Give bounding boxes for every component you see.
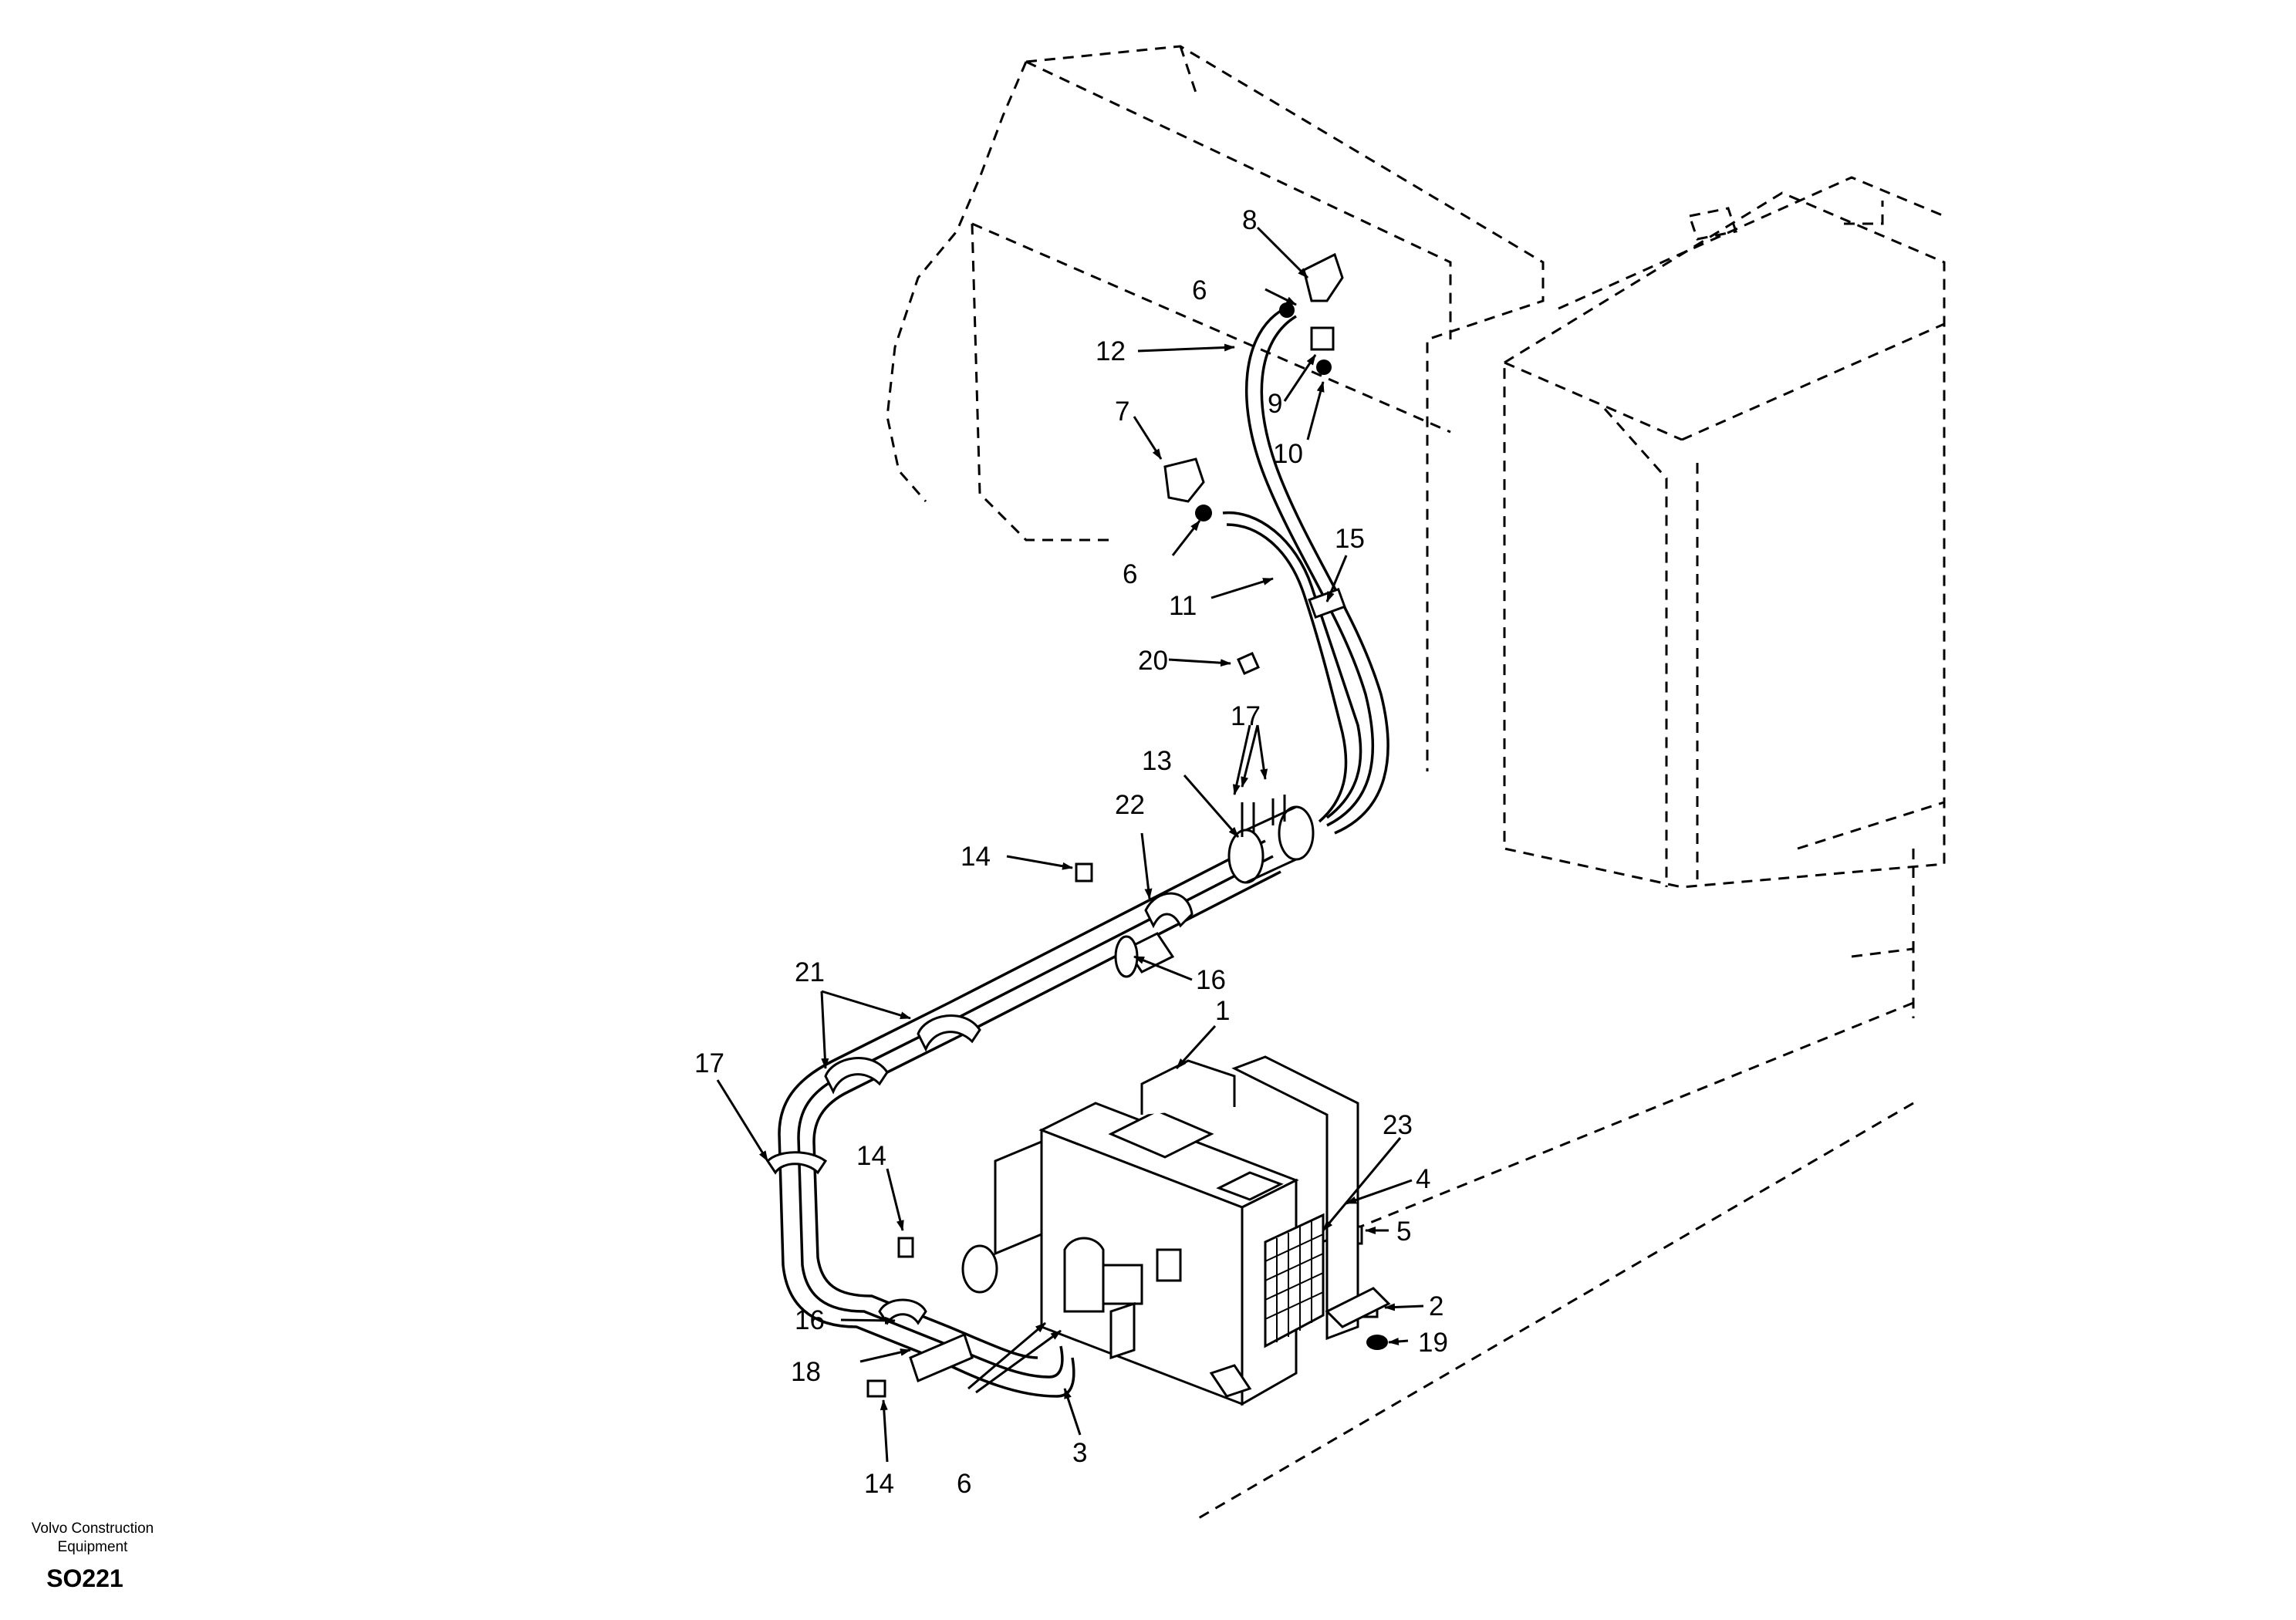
callout-17-top: 17 xyxy=(1231,701,1261,731)
callout-22: 22 xyxy=(1115,790,1145,820)
fitting-7 xyxy=(1163,457,1212,521)
brand-line-2: Equipment xyxy=(57,1539,128,1555)
brand-line-1: Volvo Construction xyxy=(31,1520,154,1537)
drawing-code: SO221 xyxy=(46,1564,123,1592)
callout-6-mid: 6 xyxy=(1123,559,1137,589)
radiator-outline xyxy=(1195,176,1946,1521)
callout-7: 7 xyxy=(1115,397,1129,427)
callout-5: 5 xyxy=(1396,1217,1411,1247)
callout-14-bottom: 14 xyxy=(864,1469,894,1499)
callout-15: 15 xyxy=(1335,524,1365,554)
heater-unit xyxy=(961,1059,1299,1406)
callout-13: 13 xyxy=(1142,746,1172,776)
callout-10: 10 xyxy=(1273,439,1303,469)
callout-6-top: 6 xyxy=(1192,275,1207,305)
callout-12: 12 xyxy=(1096,336,1126,366)
clamp-17-left xyxy=(766,1151,828,1175)
callout-4: 4 xyxy=(1416,1164,1430,1194)
callout-3: 3 xyxy=(1072,1438,1087,1468)
callout-6-bottom: 6 xyxy=(957,1469,971,1499)
engine-outline xyxy=(886,45,1545,771)
callout-23: 23 xyxy=(1383,1110,1413,1140)
callout-19: 19 xyxy=(1418,1328,1448,1358)
callout-14-top: 14 xyxy=(961,842,991,872)
callout-17-left: 17 xyxy=(694,1048,724,1078)
callout-16-top: 16 xyxy=(1196,965,1226,995)
callout-labels: 1 2 3 4 5 6 6 6 7 8 9 10 11 12 13 14 14 … xyxy=(694,205,1448,1499)
fitting-8 xyxy=(1279,252,1344,375)
leader-lines xyxy=(716,226,1424,1463)
clamp-15 xyxy=(1308,587,1346,619)
callout-1: 1 xyxy=(1215,996,1230,1026)
brand-label: Volvo Construction Equipment xyxy=(0,1520,185,1557)
callout-16-bottom: 16 xyxy=(795,1305,825,1335)
callout-11: 11 xyxy=(1169,591,1197,621)
callout-2: 2 xyxy=(1429,1291,1443,1321)
callout-14-mid: 14 xyxy=(856,1141,886,1171)
bracket-4 xyxy=(1231,1055,1391,1341)
callout-9: 9 xyxy=(1268,389,1282,419)
callout-21: 21 xyxy=(795,957,825,987)
clamps-21 xyxy=(824,1014,981,1095)
callout-8: 8 xyxy=(1242,205,1257,235)
callout-20: 20 xyxy=(1138,646,1168,676)
clamp-13 xyxy=(1227,795,1315,884)
grille-23 xyxy=(1264,1213,1325,1348)
callout-18: 18 xyxy=(791,1357,821,1387)
